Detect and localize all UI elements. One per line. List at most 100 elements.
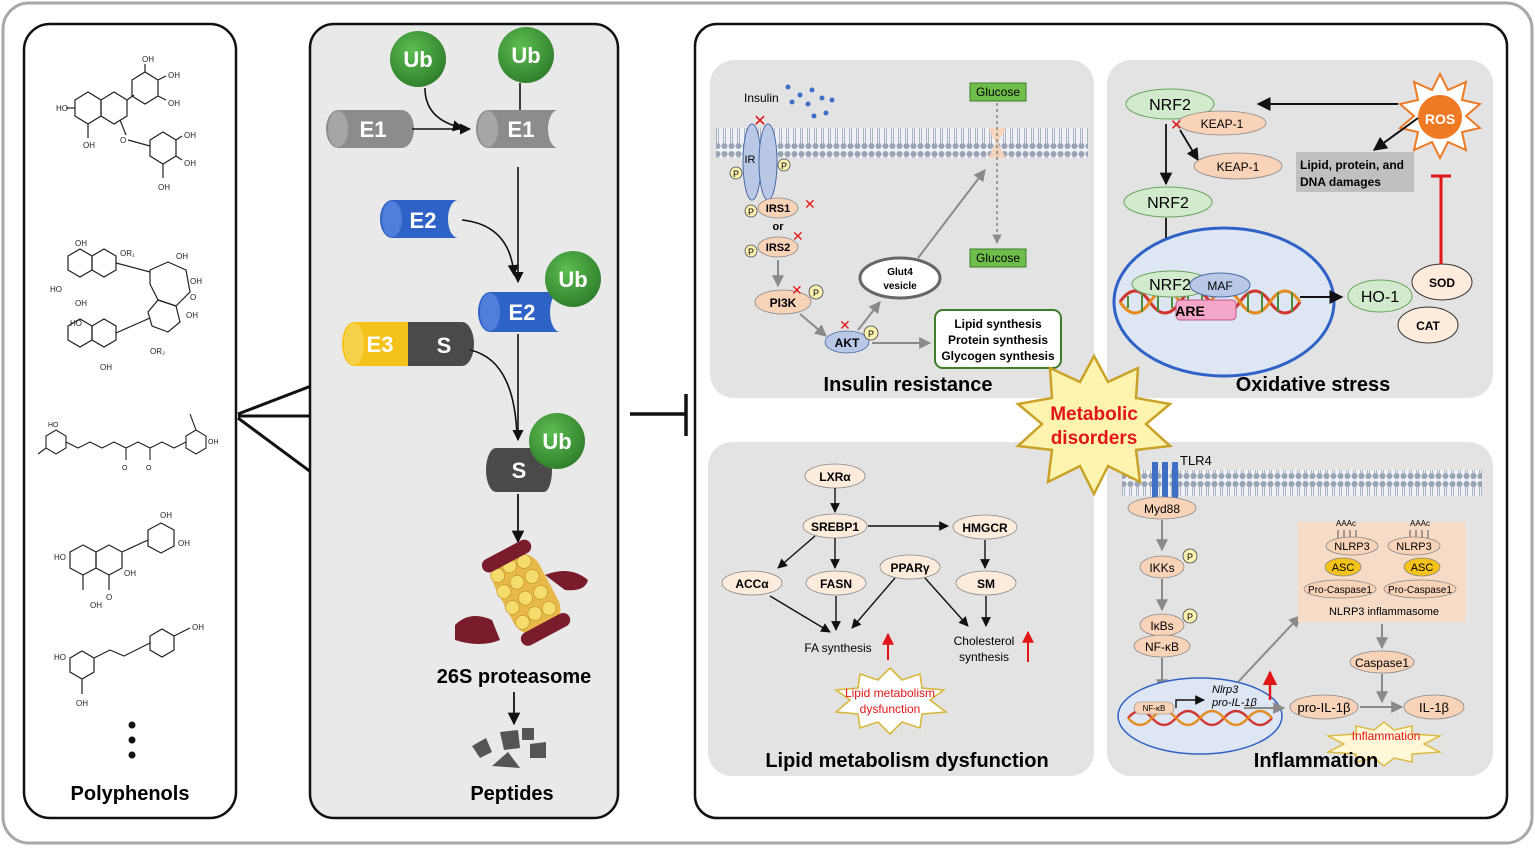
phospho-label: P	[813, 288, 819, 298]
keap1-label: KEAP-1	[1201, 117, 1244, 131]
damage-label-2: DNA damages	[1300, 175, 1381, 189]
ub-circle	[545, 251, 601, 307]
more-dots-icon	[128, 721, 136, 759]
pi3k-label: PI3K	[770, 296, 797, 310]
oxidative-stress-panel: NRF2 KEAP-1 ✕ KEAP-1 NRF2	[1107, 60, 1493, 398]
metabolic-disorders-burst: Metabolic disorders	[1015, 353, 1173, 497]
insulin-resistance-title: Insulin resistance	[824, 374, 993, 396]
svg-text:OH: OH	[83, 141, 95, 150]
s-label: S	[437, 333, 452, 358]
cat-node: CAT	[1397, 306, 1459, 344]
srebp1-to-acca-arrow	[777, 535, 816, 569]
svg-text:OR₂: OR₂	[150, 347, 165, 356]
svg-text:OH: OH	[76, 699, 88, 708]
svg-text:OH: OH	[124, 569, 136, 578]
glut4-to-membrane-arrow	[917, 169, 986, 259]
glucose-transporter	[988, 128, 1006, 158]
glucose-label: Glucose	[976, 85, 1020, 99]
svg-text:OH: OH	[192, 623, 204, 632]
phospho-label: P	[733, 169, 739, 179]
maf-label: MAF	[1207, 279, 1232, 293]
ub-label: Ub	[542, 429, 571, 454]
lxra-node: LXRα	[804, 463, 866, 489]
sm-node: SM	[955, 570, 1017, 596]
svg-text:O: O	[106, 593, 112, 602]
ho1-node: HO-1	[1347, 279, 1413, 313]
lipid-metabolism-title: Lipid metabolism dysfunction	[765, 750, 1048, 772]
fasn-label: FASN	[820, 577, 852, 591]
svg-text:OH: OH	[176, 252, 188, 261]
phospho-label: P	[1187, 552, 1193, 562]
quercetin-structure	[69, 522, 175, 590]
asc-label: ASC	[1411, 562, 1434, 574]
insulin-label: Insulin	[744, 91, 779, 105]
polyphenols-label: Polyphenols	[71, 783, 190, 805]
svg-text:OH: OH	[190, 277, 202, 286]
asc-label: ASC	[1332, 562, 1355, 574]
ub-circle	[498, 27, 554, 83]
glucose-box-inside	[969, 248, 1027, 268]
svg-text:OH: OH	[158, 183, 170, 192]
dna-helix	[1127, 709, 1273, 727]
pro-il1b-gene-label: pro-IL-1β	[1211, 697, 1258, 709]
or-label: or	[773, 221, 785, 233]
inflammasome-right: AAAc NLRP3 ASC Pro-Caspase1	[1383, 519, 1457, 599]
inhibit-x-icon: ✕	[753, 113, 766, 130]
sm-label: SM	[977, 577, 995, 591]
nlrp3-label: NLRP3	[1396, 541, 1431, 553]
cholesterol-label: Cholesterol	[954, 634, 1015, 648]
inhibit-x-icon: ✕	[804, 196, 816, 212]
nucleus-to-inflammasome-arrow	[1237, 615, 1301, 683]
insulin-receptor: IR ✕ P P	[729, 113, 791, 201]
svg-text:OH: OH	[178, 539, 190, 548]
pparg-to-cholesterol-arrow	[924, 577, 969, 627]
procaspase1-label: Pro-Caspase1	[1388, 585, 1452, 596]
myd88-label: Myd88	[1144, 502, 1180, 516]
synthesis-label: synthesis	[959, 650, 1009, 664]
phospho-label: P	[748, 247, 754, 257]
sod-node: SOD	[1411, 263, 1473, 301]
e3-arrow	[469, 349, 518, 439]
inflammasome-left: AAAc NLRP3 ASC Pro-Caspase1	[1303, 519, 1379, 599]
nrf2-label: NRF2	[1149, 97, 1191, 114]
ikbs-label: IκBs	[1150, 619, 1173, 633]
ros-inhibition	[1431, 174, 1451, 264]
acca-node: ACCα	[721, 570, 783, 596]
svg-text:OH: OH	[208, 439, 219, 446]
cat-label: CAT	[1416, 319, 1440, 333]
nfkb-small-label: NF-κB	[1143, 704, 1166, 713]
lxra-label: LXRα	[819, 470, 851, 484]
svg-text:O: O	[146, 465, 152, 472]
lipid-burst-icon	[833, 666, 949, 736]
svg-text:OH: OH	[168, 71, 180, 80]
e2-label: E2	[410, 208, 437, 233]
ros-burst-icon: ROS	[1397, 71, 1483, 161]
insulin-resistance-panel: Insulin IR ✕ P P IRS1 P ✕ or IRS2	[710, 60, 1094, 398]
svg-text:O: O	[120, 136, 126, 145]
inhibit-x-icon: ✕	[792, 228, 804, 244]
phospho-label: P	[868, 329, 874, 339]
ros-label: ROS	[1425, 111, 1455, 127]
inflammation-panel: TLR4 Myd88 IKKs P IκBs P NF-κB NF-κB	[1107, 442, 1493, 776]
e2-enzyme: E2	[380, 200, 458, 238]
nrf2-maf-complex: NRF2 MAF ARE	[1131, 270, 1251, 321]
svg-text:HO: HO	[48, 422, 59, 429]
svg-text:OH: OH	[184, 131, 196, 140]
svg-text:OR₁: OR₁	[120, 249, 135, 258]
phospho-label: P	[1187, 612, 1193, 622]
ikbs-nfkb-complex: IκBs P NF-κB	[1133, 608, 1198, 658]
procaspase1-label: Pro-Caspase1	[1308, 585, 1372, 596]
keap1-label: KEAP-1	[1217, 160, 1260, 174]
svg-text:OH: OH	[184, 159, 196, 168]
akt-label: AKT	[835, 336, 860, 350]
proteasome-icon	[455, 539, 588, 646]
aaac-label: AAAc	[1410, 519, 1430, 528]
cell-membrane	[716, 128, 1088, 158]
irs-nodes: IRS1 P ✕ or IRS2 P ✕	[744, 196, 816, 258]
ub-label: Ub	[558, 267, 587, 292]
nfkb-small-node	[1133, 701, 1175, 715]
pparg-label: PPARγ	[890, 561, 929, 575]
ho1-label: HO-1	[1361, 289, 1399, 306]
